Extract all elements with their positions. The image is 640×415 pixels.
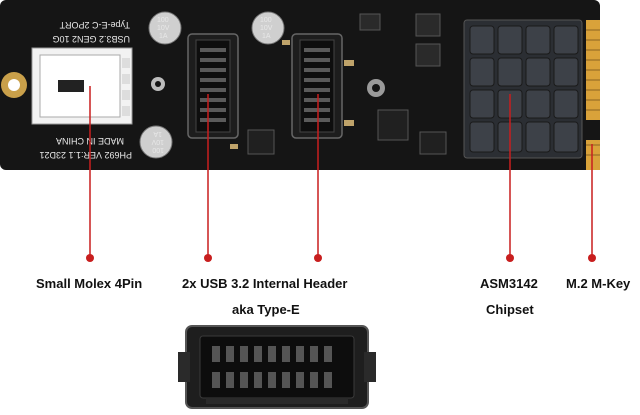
svg-text:100: 100 <box>152 146 164 153</box>
label-usb-header-alias: aka Type-E <box>232 302 300 317</box>
svg-text:100: 100 <box>157 17 169 24</box>
silk-port: Type-E-C 2PORT <box>59 20 130 30</box>
capacitor-top-left: 100 10V 1A <box>148 11 182 45</box>
callout-dot-mkey <box>588 254 596 262</box>
label-mkey: M.2 M-Key <box>566 276 631 291</box>
callout-lines <box>89 86 593 256</box>
molex-connector <box>31 47 133 125</box>
callout-dot-molex <box>86 254 94 262</box>
callout-dot-chipset <box>506 254 514 262</box>
label-chipset: Chipset <box>486 302 534 317</box>
m2-gold-fingers <box>586 20 600 170</box>
callout-dots <box>86 254 596 262</box>
callout-dot-header-2 <box>314 254 322 262</box>
svg-text:10V: 10V <box>157 25 170 32</box>
svg-text:10V: 10V <box>260 25 273 32</box>
chipset-heatsink <box>463 19 583 159</box>
type-e-connector-closeup <box>178 325 376 409</box>
smd-components <box>151 13 447 155</box>
label-molex: Small Molex 4Pin <box>36 276 143 291</box>
label-usb-header: 2x USB 3.2 Internal Header <box>182 276 348 291</box>
usb-header-1 <box>187 33 239 139</box>
usb-header-2 <box>291 33 343 139</box>
svg-text:100: 100 <box>260 17 272 24</box>
svg-text:1A: 1A <box>153 130 162 137</box>
label-chipset-model: ASM3142 <box>480 276 538 291</box>
callout-dot-header-1 <box>204 254 212 262</box>
silk-model: PH692 VER:1.1 23D21 <box>39 150 132 160</box>
svg-text:10V: 10V <box>151 138 164 145</box>
svg-text:1A: 1A <box>262 33 271 40</box>
silk-usb: USB3.2 GEN2 10G <box>52 34 130 44</box>
svg-text:1A: 1A <box>159 33 168 40</box>
capacitor-bottom-left: 100 10V 1A <box>139 125 173 159</box>
capacitor-top-mid: 100 10V 1A <box>251 11 285 45</box>
